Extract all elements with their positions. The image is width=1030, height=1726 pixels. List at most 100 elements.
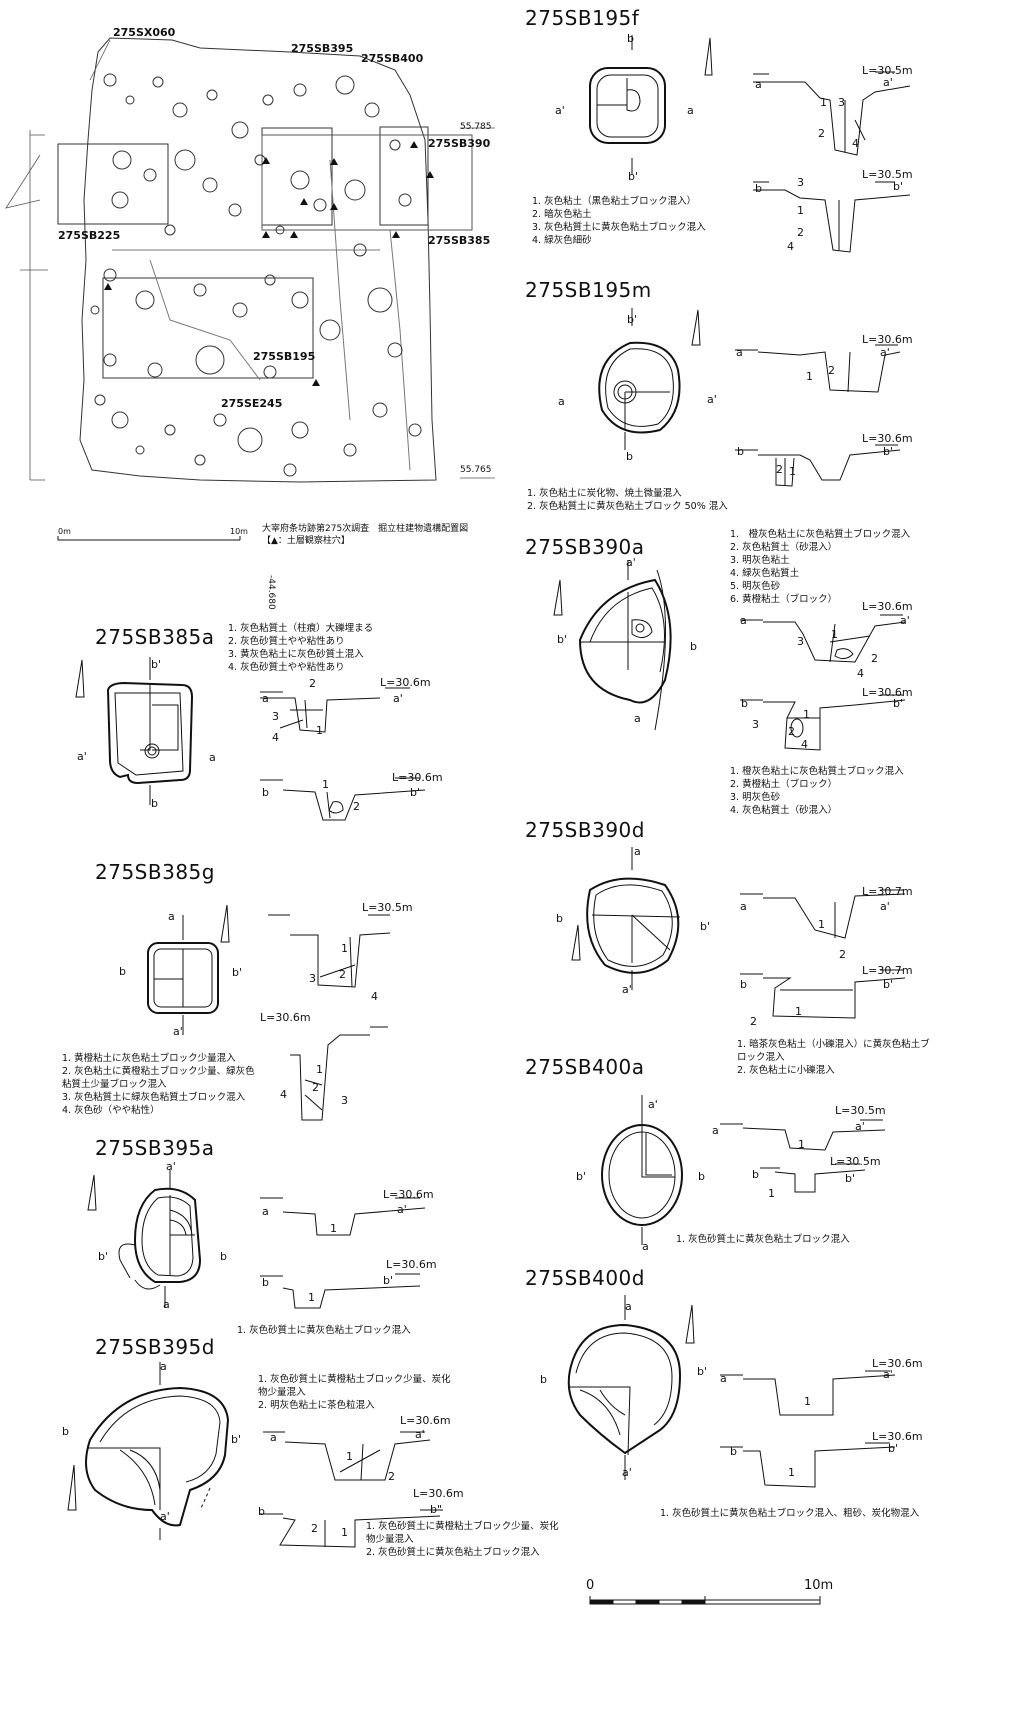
- layer-2: 2: [797, 226, 804, 239]
- layer-2: 2: [750, 1015, 757, 1028]
- title-sb195m: 275SB195m: [525, 278, 652, 302]
- layer-1: 1: [322, 778, 329, 791]
- section-sb395d: [260, 1431, 443, 1548]
- layer-2: 2: [309, 677, 316, 690]
- marker-a: a: [634, 712, 641, 725]
- scale-zero-label: 0: [586, 1578, 595, 1593]
- label-sb195: 275SB195: [253, 350, 316, 363]
- level-sb400d-b: L=30.6m: [872, 1430, 923, 1443]
- level-sb390a-b: L=30.6m: [862, 686, 913, 699]
- level-sb385a-b: L=30.6m: [392, 771, 443, 784]
- coord-vertical: -44.680: [266, 575, 276, 610]
- layer-3: 3: [272, 710, 279, 723]
- layer-1: 1: [820, 96, 827, 109]
- marker-b-prime: b': [627, 313, 638, 326]
- marker-b: b: [690, 640, 697, 653]
- layer-4: 4: [371, 990, 378, 1003]
- marker-b-prime: b': [845, 1172, 856, 1185]
- marker-a-prime: a': [397, 1203, 407, 1216]
- section-sb385g: [268, 914, 391, 1121]
- marker-a: a: [625, 1300, 632, 1313]
- section-sb395a: [260, 1197, 426, 1309]
- level-sb195f-b: L=30.5m: [862, 168, 913, 181]
- level-sb385g-a: L=30.5m: [362, 901, 413, 914]
- title-sb195f: 275SB195f: [525, 6, 640, 30]
- title-sb390a: 275SB390a: [525, 535, 645, 559]
- marker-a-prime: a': [393, 692, 403, 705]
- marker-a: a: [712, 1124, 719, 1137]
- marker-a-prime: a': [855, 1120, 865, 1133]
- level-sb390a-a: L=30.6m: [862, 600, 913, 613]
- marker-b-prime: b': [383, 1274, 394, 1287]
- coord-top: 55.785: [460, 122, 492, 132]
- plan-sb195m: [598, 308, 701, 450]
- section-sb390a: [740, 614, 906, 751]
- marker-a-prime: a': [166, 1160, 176, 1173]
- level-sb195f-a: L=30.5m: [862, 64, 913, 77]
- layer-2: 2: [871, 652, 878, 665]
- layer-2: 2: [818, 127, 825, 140]
- level-sb395d-b: L=30.6m: [413, 1487, 464, 1500]
- label-sb395: 275SB395: [291, 42, 354, 55]
- section-sb385a: [260, 687, 426, 821]
- plan-sb385g: [147, 904, 230, 1035]
- layer-1: 1: [316, 724, 323, 737]
- plan-sb390d: [571, 847, 681, 990]
- marker-a: a: [209, 751, 216, 764]
- marker-a-prime: a': [900, 614, 910, 627]
- section-sb400a: [720, 1119, 886, 1193]
- layer-1: 1: [346, 1450, 353, 1463]
- plan-sb395d: [67, 1362, 230, 1540]
- title-sb385g: 275SB385g: [95, 860, 215, 884]
- plan-sb400d: [567, 1295, 695, 1480]
- marker-b-prime: b': [700, 920, 711, 933]
- marker-a: a: [168, 910, 175, 923]
- label-sb225: 275SB225: [58, 229, 121, 242]
- coord-bottom: 55.765: [460, 465, 492, 475]
- label-sb400: 275SB400: [361, 52, 424, 65]
- scale-ten-label: 10m: [804, 1578, 834, 1593]
- layer-1: 1: [803, 708, 810, 721]
- level-sb395a-a: L=30.6m: [383, 1188, 434, 1201]
- layer-2: 2: [311, 1522, 318, 1535]
- marker-b-double-prime: b": [430, 1503, 443, 1516]
- layer-1: 1: [818, 918, 825, 931]
- section-sb195f: [753, 71, 911, 253]
- layer-3: 3: [838, 96, 845, 109]
- marker-b-prime: b': [883, 978, 894, 991]
- layer-2: 2: [312, 1081, 319, 1094]
- marker-a-prime: a': [77, 750, 87, 763]
- level-sb400a-a: L=30.5m: [835, 1104, 886, 1117]
- marker-b: b: [262, 786, 269, 799]
- layer-3: 3: [752, 718, 759, 731]
- marker-b-prime: b': [232, 966, 243, 979]
- marker-b: b: [740, 978, 747, 991]
- marker-a-prime: a': [622, 1466, 632, 1479]
- layer-1: 1: [798, 1138, 805, 1151]
- legend-sb195f: 1. 灰色粘土（黒色粘土ブロック混入）2. 暗灰色粘土 3. 灰色粘質土に黄灰色…: [532, 196, 706, 246]
- layer-1: 1: [330, 1222, 337, 1235]
- marker-a-prime: a': [883, 1368, 893, 1381]
- marker-a-prime: a': [415, 1428, 425, 1441]
- marker-b-prime: b': [151, 658, 162, 671]
- section-sb390d: [740, 889, 906, 1019]
- layer-4: 4: [801, 738, 808, 751]
- marker-b-prime: b': [888, 1442, 899, 1455]
- marker-b-prime: b': [883, 445, 894, 458]
- marker-a: a: [720, 1372, 727, 1385]
- marker-b: b: [698, 1170, 705, 1183]
- legend-sb395d-bottom: 1. 灰色砂質土に黄橙粘土ブロック少量、炭化物少量混入 2. 灰色砂質土に黄灰色…: [366, 1521, 559, 1558]
- marker-b: b: [258, 1505, 265, 1518]
- marker-b: b: [755, 182, 762, 195]
- legend-sb395d-top: 1. 灰色砂質土に黄橙粘土ブロック少量、炭化物少量混入 2. 明灰色粘土に茶色粒…: [258, 1374, 451, 1411]
- title-sb400a: 275SB400a: [525, 1055, 645, 1079]
- layer-1: 1: [795, 1005, 802, 1018]
- title-sb390d: 275SB390d: [525, 818, 645, 842]
- legend-sb395a: 1. 灰色砂質土に黄灰色粘土ブロック混入: [237, 1325, 411, 1336]
- marker-a: a: [634, 845, 641, 858]
- site-plan-drawing: [5, 37, 495, 541]
